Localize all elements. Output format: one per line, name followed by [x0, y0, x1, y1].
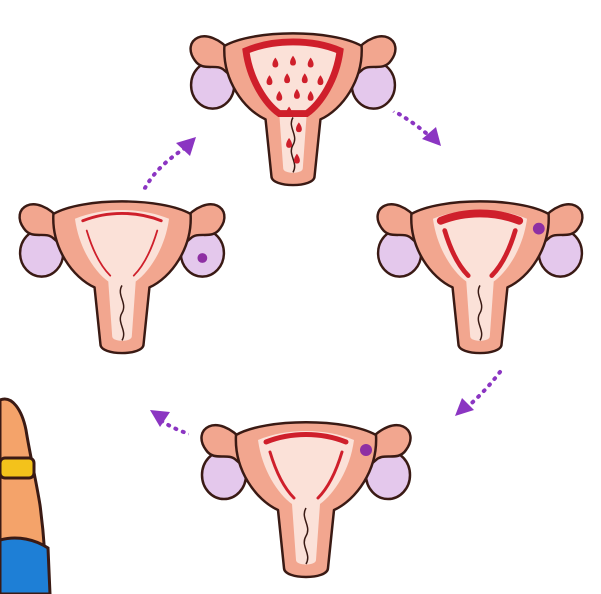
egg-cell-icon	[197, 253, 207, 263]
uterus-ovulation	[190, 422, 422, 577]
egg-cell-icon	[533, 223, 545, 235]
dotted-arrow-icon	[392, 110, 432, 138]
arrow-head	[422, 127, 441, 146]
uterus-menstruation	[179, 33, 406, 185]
arm-icon	[0, 399, 50, 594]
uterus-follicular	[8, 201, 235, 353]
arrow-head	[455, 398, 474, 416]
dotted-arrow-icon	[466, 372, 500, 408]
uterus-luteal	[366, 201, 593, 353]
egg-cell-icon	[360, 444, 372, 456]
dotted-arrow-icon	[145, 148, 185, 188]
